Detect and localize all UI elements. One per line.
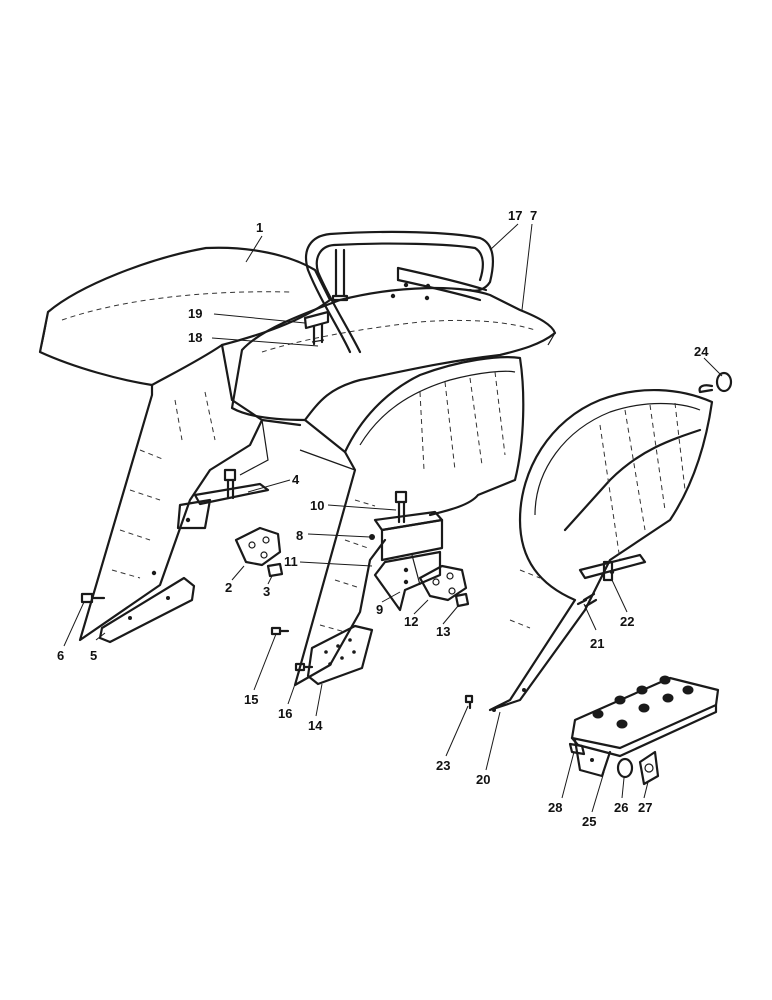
callout-1: 1: [256, 220, 263, 235]
callout-6: 6: [57, 648, 64, 663]
callout-15: 15: [244, 692, 258, 707]
mounting-bolts: [193, 468, 408, 524]
leader-lines: [63, 223, 723, 813]
handle-clamp: [303, 310, 330, 346]
right-fender: [488, 388, 714, 712]
callout-23: 23: [436, 758, 450, 773]
callout-25: 25: [582, 814, 596, 829]
callout-8: 8: [296, 528, 303, 543]
callout-11: 11: [284, 554, 298, 569]
left-foot-plate: [80, 576, 196, 644]
callout-27: 27: [638, 800, 652, 815]
left-fender-assembly: [38, 246, 332, 642]
right-bracket: [418, 564, 470, 608]
left-bracket: [234, 526, 284, 578]
callout-21: 21: [590, 636, 604, 651]
callout-13: 13: [436, 624, 450, 639]
callout-20: 20: [476, 772, 490, 787]
callout-22: 22: [620, 614, 634, 629]
loose-fasteners: [464, 598, 588, 710]
callout-17: 17: [508, 208, 522, 223]
callout-10: 10: [310, 498, 324, 513]
center-bracket: [369, 510, 444, 612]
callout-9: 9: [376, 602, 383, 617]
callout-26: 26: [614, 800, 628, 815]
grab-handle: [304, 230, 495, 354]
spring-clip: [698, 371, 733, 394]
callout-12: 12: [404, 614, 418, 629]
callout-18: 18: [188, 330, 202, 345]
callout-7: 7: [530, 208, 537, 223]
callout-19: 19: [188, 306, 202, 321]
callout-5: 5: [90, 648, 97, 663]
callout-3: 3: [263, 584, 270, 599]
callout-14: 14: [308, 718, 323, 733]
callout-2: 2: [225, 580, 232, 595]
callout-16: 16: [278, 706, 292, 721]
step-plate: [568, 675, 720, 786]
callout-28: 28: [548, 800, 562, 815]
callout-24: 24: [694, 344, 709, 359]
callout-labels: 1 2 3 4 5 6 7 8 9 10 11 12 13 14 15 16 1…: [57, 208, 709, 829]
center-foot-plate: [270, 624, 374, 686]
callout-4: 4: [292, 472, 300, 487]
